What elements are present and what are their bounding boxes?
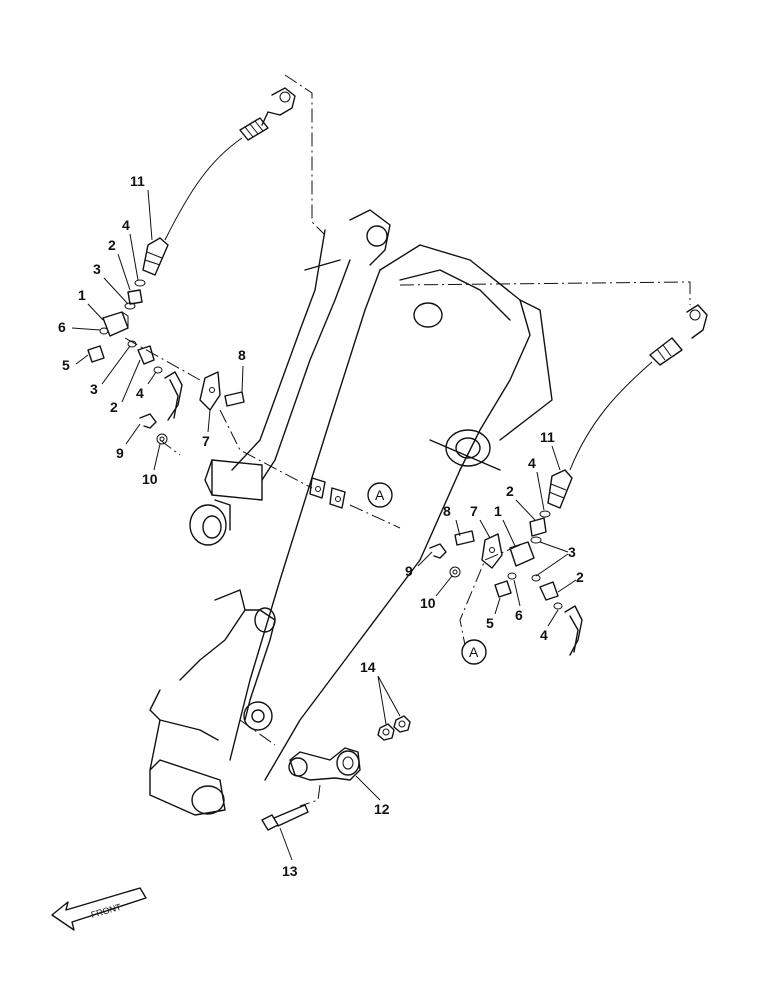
label-r-2: 2: [506, 483, 514, 499]
right-part-labels: 11 4 2 8 7 1 3 9 10 5 6 2 4: [405, 429, 584, 643]
label-r-4: 4: [528, 455, 536, 471]
label-8: 8: [238, 347, 246, 363]
callout-a-right: A: [461, 639, 487, 665]
label-4: 4: [122, 217, 130, 233]
label-12: 12: [374, 801, 390, 817]
label-leaders: [71, 189, 577, 861]
label-r-9: 9: [405, 563, 413, 579]
boom-brackets: [309, 477, 346, 509]
right-hose-assembly: [429, 304, 708, 656]
label-r-2b: 2: [576, 569, 584, 585]
label-3: 3: [93, 261, 101, 277]
label-r-1: 1: [494, 503, 502, 519]
arm-lower: [149, 589, 276, 816]
left-part-labels: 11 4 2 3 1 6 5 3 2 4 8 7 9 10: [58, 173, 246, 487]
callout-a-right-text: A: [469, 644, 479, 660]
label-r-3: 3: [568, 544, 576, 560]
label-r-4b: 4: [540, 627, 548, 643]
label-4b: 4: [136, 385, 144, 401]
label-13: 13: [282, 863, 298, 879]
front-arrow: FRONT: [51, 887, 147, 931]
label-r-5: 5: [486, 615, 494, 631]
bottom-part-labels: 14 12 13: [282, 659, 390, 879]
label-7: 7: [202, 433, 210, 449]
label-11: 11: [130, 173, 145, 189]
arm-cylinder: [189, 209, 391, 546]
front-arrow-label: FRONT: [90, 902, 123, 920]
label-r-6: 6: [515, 607, 523, 623]
label-6: 6: [58, 319, 66, 335]
link-assembly: [261, 715, 411, 831]
label-r-8: 8: [443, 503, 451, 519]
label-r-7: 7: [470, 503, 478, 519]
label-14: 14: [360, 659, 376, 675]
label-3b: 3: [90, 381, 98, 397]
label-r-10: 10: [420, 595, 436, 611]
callout-a-top-text: A: [375, 487, 385, 503]
label-2b: 2: [110, 399, 118, 415]
label-9: 9: [116, 445, 124, 461]
label-2: 2: [108, 237, 116, 253]
leader-lines: [124, 74, 691, 807]
label-1: 1: [78, 287, 86, 303]
label-10: 10: [142, 471, 158, 487]
callout-a-top: A: [367, 482, 393, 508]
boom: [229, 244, 553, 781]
label-r-11: 11: [540, 429, 555, 445]
label-5: 5: [62, 357, 70, 373]
left-hose-assembly: [87, 87, 296, 445]
